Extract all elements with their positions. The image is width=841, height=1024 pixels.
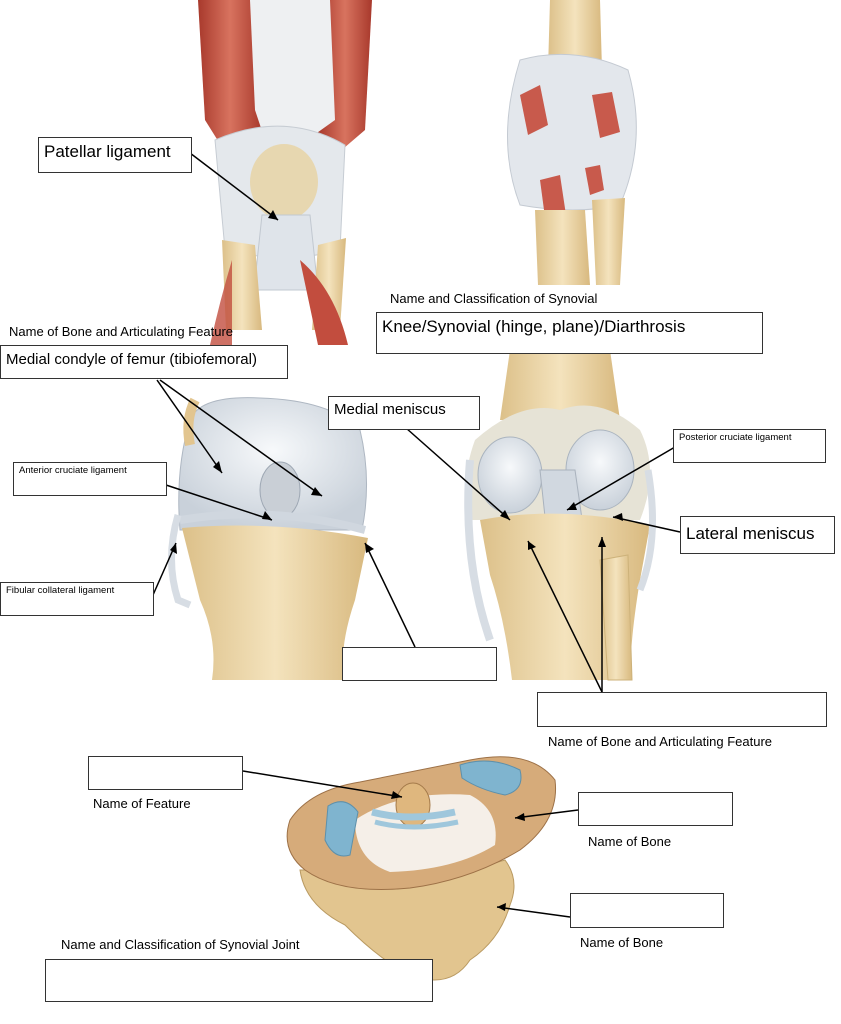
name-bone-feature-caption-bottom: Name of Bone and Articulating Feature [548,734,772,749]
posterior-knee-illustration [508,0,637,285]
anterior-knee-illustration [198,0,372,345]
name-bone-caption-1: Name of Bone [588,834,671,849]
fibular-collateral-label: Fibular collateral ligament [0,582,154,616]
posterior-flexed-knee-illustration [466,350,653,680]
name-class-synovial-joint-caption: Name and Classification of Synovial Join… [61,937,299,952]
flexed-knee-illustration [172,398,369,680]
posterior-cruciate-text: Posterior cruciate ligament [679,432,791,443]
blank-answer-box-joint-class[interactable] [45,959,433,1002]
blank-answer-box-feature[interactable] [88,756,243,790]
medial-condyle-label: Medial condyle of femur (tibiofemoral) [0,345,288,379]
patellar-ligament-label: Patellar ligament [38,137,192,173]
name-class-synovial-caption: Name and Classification of Synovial [390,291,597,306]
knee-joint-class-text: Knee/Synovial (hinge, plane)/Diarthrosis [382,317,685,336]
blank-answer-box-bone-2[interactable] [570,893,724,928]
atlas-axis-illustration [287,757,555,980]
anterior-cruciate-label: Anterior cruciate ligament [13,462,167,496]
blank-answer-box-tibia-front[interactable] [342,647,497,681]
medial-meniscus-text: Medial meniscus [334,401,446,418]
medial-condyle-text: Medial condyle of femur (tibiofemoral) [6,351,257,368]
name-bone-caption-2: Name of Bone [580,935,663,950]
name-bone-feature-caption-top: Name of Bone and Articulating Feature [9,324,233,339]
name-feature-caption: Name of Feature [93,796,191,811]
patellar-ligament-text: Patellar ligament [44,142,171,161]
knee-joint-class-answer[interactable]: Knee/Synovial (hinge, plane)/Diarthrosis [376,312,763,354]
lateral-meniscus-label: Lateral meniscus [680,516,835,554]
fibular-collateral-text: Fibular collateral ligament [6,585,114,596]
posterior-cruciate-label: Posterior cruciate ligament [673,429,826,463]
anterior-cruciate-text: Anterior cruciate ligament [19,465,127,476]
lateral-meniscus-text: Lateral meniscus [686,524,815,543]
blank-answer-box-bone-1[interactable] [578,792,733,826]
blank-answer-box-tibia-back[interactable] [537,692,827,727]
medial-meniscus-label: Medial meniscus [328,396,480,430]
